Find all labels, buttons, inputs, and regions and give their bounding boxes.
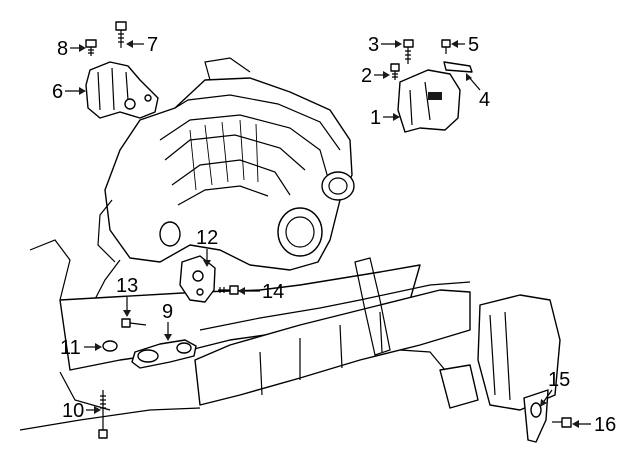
callout-4: 4 xyxy=(466,73,490,111)
callout-9: 9 xyxy=(162,301,173,341)
svg-text:7: 7 xyxy=(147,34,158,56)
bolt-16 xyxy=(552,417,572,428)
callout-1: 1 xyxy=(370,107,400,129)
bolt-3 xyxy=(403,39,414,64)
svg-text:12: 12 xyxy=(196,227,218,249)
bolt-2 xyxy=(390,63,400,80)
bolt-8 xyxy=(85,39,97,56)
callout-6: 6 xyxy=(52,81,86,103)
bracket-4 xyxy=(443,61,473,73)
callout-16: 16 xyxy=(572,414,616,436)
mount-bracket-left xyxy=(85,61,159,119)
nut-11 xyxy=(102,340,118,352)
svg-text:2: 2 xyxy=(361,65,372,87)
callout-7: 7 xyxy=(126,34,158,56)
bolt-7 xyxy=(115,21,127,48)
svg-text:4: 4 xyxy=(479,89,490,111)
callout-8: 8 xyxy=(57,38,86,60)
svg-text:5: 5 xyxy=(468,34,479,56)
svg-text:6: 6 xyxy=(52,81,63,103)
callout-5: 5 xyxy=(451,34,479,56)
callout-12: 12 xyxy=(196,227,218,267)
bolt-10 xyxy=(98,390,108,439)
svg-text:15: 15 xyxy=(548,369,570,391)
svg-text:9: 9 xyxy=(162,301,173,323)
svg-text:11: 11 xyxy=(60,337,81,359)
callout-3: 3 xyxy=(368,34,402,56)
svg-text:3: 3 xyxy=(368,34,379,56)
bolt-14 xyxy=(218,285,239,295)
callout-15: 15 xyxy=(540,369,570,407)
svg-text:10: 10 xyxy=(62,400,84,422)
mount-bracket-right xyxy=(397,69,461,133)
svg-text:8: 8 xyxy=(57,38,68,60)
lower-mount-9 xyxy=(131,339,197,369)
callout-10: 10 xyxy=(62,400,101,422)
callout-14: 14 xyxy=(238,281,284,303)
bracket-15 xyxy=(523,389,549,443)
svg-text:16: 16 xyxy=(594,414,616,436)
svg-text:1: 1 xyxy=(370,107,381,129)
bolt-5 xyxy=(441,39,451,54)
subframe-rails xyxy=(19,239,561,431)
bolt-13 xyxy=(121,318,147,328)
callout-11: 11 xyxy=(60,337,102,359)
svg-text:13: 13 xyxy=(116,275,138,297)
svg-text:14: 14 xyxy=(262,281,284,303)
mount-bracket-12 xyxy=(179,255,216,303)
engine-block xyxy=(91,57,355,306)
callout-2: 2 xyxy=(361,65,390,87)
callout-13: 13 xyxy=(116,275,138,317)
